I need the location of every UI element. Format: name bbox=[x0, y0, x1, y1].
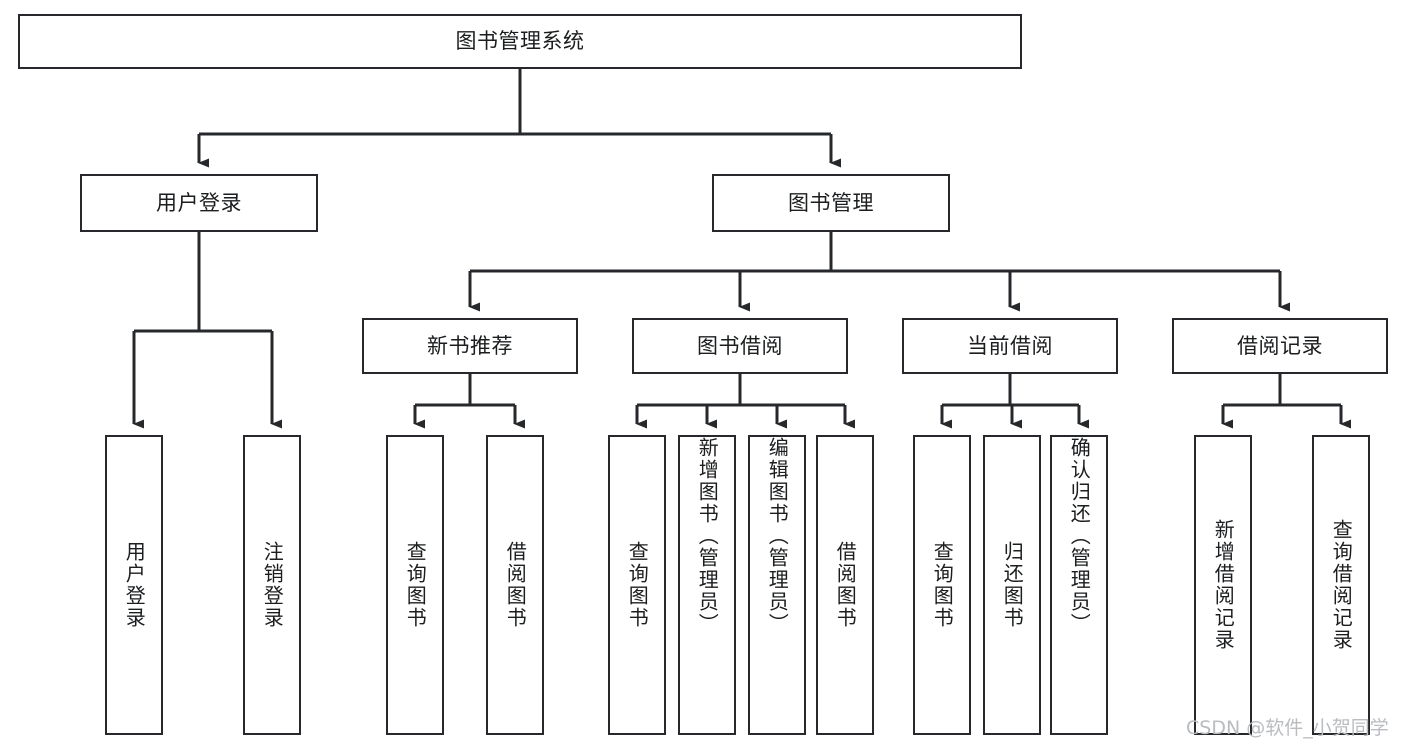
node-leaf-add-borrow-record[interactable]: 新增借阅记录 bbox=[1194, 435, 1252, 735]
node-label: 新书推荐 bbox=[427, 333, 513, 358]
node-label: 注销登录 bbox=[260, 541, 285, 629]
node-leaf-logout-login[interactable]: 注销登录 bbox=[243, 435, 301, 735]
node-label: 当前借阅 bbox=[967, 333, 1053, 358]
node-leaf-borrow-book-1[interactable]: 借阅图书 bbox=[486, 435, 544, 735]
node-label: 新增图书（管理员） bbox=[695, 437, 720, 635]
node-label: 用户登录 bbox=[122, 541, 147, 629]
node-leaf-query-book-1[interactable]: 查询图书 bbox=[386, 435, 444, 735]
node-leaf-query-borrow-record[interactable]: 查询借阅记录 bbox=[1312, 435, 1370, 735]
node-book-borrow[interactable]: 图书借阅 bbox=[632, 318, 848, 374]
node-new-book-recommend[interactable]: 新书推荐 bbox=[362, 318, 578, 374]
node-leaf-confirm-return-admin[interactable]: 确认归还（管理员） bbox=[1050, 435, 1108, 735]
node-leaf-query-book-2[interactable]: 查询图书 bbox=[608, 435, 666, 735]
node-leaf-borrow-book-2[interactable]: 借阅图书 bbox=[816, 435, 874, 735]
node-label: 新增借阅记录 bbox=[1211, 519, 1236, 651]
node-label: 图书借阅 bbox=[697, 333, 783, 358]
node-label: 查询图书 bbox=[625, 541, 650, 629]
node-current-borrow[interactable]: 当前借阅 bbox=[902, 318, 1118, 374]
node-leaf-query-book-3[interactable]: 查询图书 bbox=[913, 435, 971, 735]
node-borrow-record[interactable]: 借阅记录 bbox=[1172, 318, 1388, 374]
node-label: 图书管理 bbox=[788, 190, 874, 215]
node-user-login[interactable]: 用户登录 bbox=[80, 174, 318, 232]
node-label: 确认归还（管理员） bbox=[1067, 437, 1092, 635]
node-book-manage[interactable]: 图书管理 bbox=[712, 174, 950, 232]
node-label: 借阅图书 bbox=[503, 541, 528, 629]
node-leaf-edit-book-admin[interactable]: 编辑图书（管理员） bbox=[748, 435, 806, 735]
node-label: 图书管理系统 bbox=[455, 29, 585, 54]
node-label: 查询图书 bbox=[930, 541, 955, 629]
csdn-watermark: CSDN @软件_小贺同学 bbox=[1186, 717, 1389, 739]
node-label: 查询借阅记录 bbox=[1329, 519, 1354, 651]
node-label: 借阅记录 bbox=[1237, 333, 1323, 358]
node-label: 归还图书 bbox=[1000, 541, 1025, 629]
node-leaf-user-login[interactable]: 用户登录 bbox=[105, 435, 163, 735]
node-leaf-return-book[interactable]: 归还图书 bbox=[983, 435, 1041, 735]
node-label: 编辑图书（管理员） bbox=[765, 437, 790, 635]
node-root-system[interactable]: 图书管理系统 bbox=[18, 14, 1022, 69]
node-label: 查询图书 bbox=[403, 541, 428, 629]
node-label: 用户登录 bbox=[156, 190, 242, 215]
node-leaf-add-book-admin[interactable]: 新增图书（管理员） bbox=[678, 435, 736, 735]
node-label: 借阅图书 bbox=[833, 541, 858, 629]
